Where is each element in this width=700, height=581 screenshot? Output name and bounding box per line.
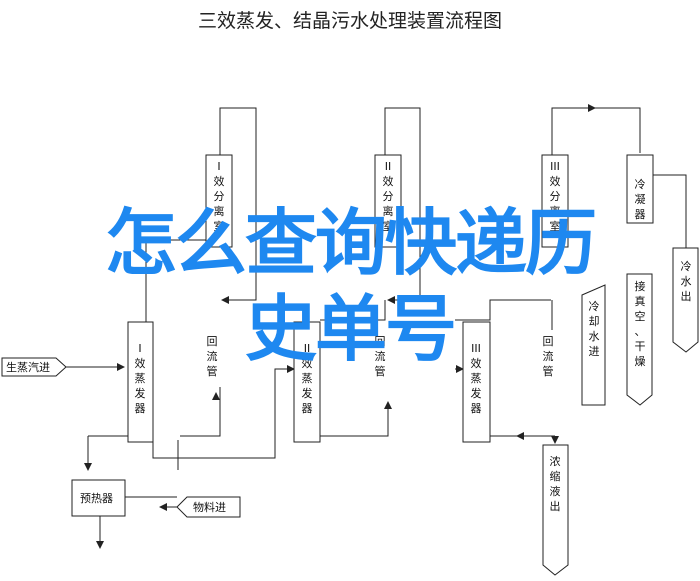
cooling-water-out: 冷水出 bbox=[672, 247, 699, 353]
box-label-char: 离 bbox=[550, 204, 561, 218]
box-label-char: 室 bbox=[550, 219, 561, 233]
box-label-char: 出 bbox=[550, 499, 561, 513]
diagram-title: 三效蒸发、结晶污水处理装置流程图 bbox=[197, 10, 502, 32]
box-label-char: 效 bbox=[471, 356, 482, 370]
preheater-label: 预热器 bbox=[80, 492, 113, 505]
box-label-char: 发 bbox=[471, 386, 482, 400]
box-label-char: 器 bbox=[471, 402, 482, 415]
condenser: 冷凝器 bbox=[626, 154, 654, 224]
box-label-char: 分 bbox=[214, 190, 225, 203]
box-label-char: 管 bbox=[375, 364, 386, 378]
vacuum-dry-label: 接真空、干燥 bbox=[635, 280, 646, 368]
box-label-char: 燥 bbox=[635, 355, 646, 368]
box-label-char: 器 bbox=[135, 402, 146, 415]
box-label-char: I bbox=[138, 342, 141, 355]
box-label-char: 进 bbox=[589, 345, 600, 358]
vacuum-dry: 接真空、干燥 bbox=[626, 273, 653, 406]
return-pipe-3: 回流管 bbox=[543, 335, 554, 378]
box-label-char: 出 bbox=[681, 289, 692, 303]
box-label-char: 回 bbox=[543, 335, 554, 348]
box-label-char: I bbox=[217, 160, 220, 173]
steam-inlet-label: 生蒸汽进 bbox=[6, 360, 50, 374]
box-label-char: 液 bbox=[550, 484, 561, 498]
box-label-char: 水 bbox=[681, 275, 692, 288]
box-label-char: 冷 bbox=[681, 260, 692, 273]
box-label-char: II bbox=[385, 160, 392, 173]
box-label-char: 效 bbox=[135, 356, 146, 370]
preheater: 预热器 bbox=[71, 479, 126, 517]
box-label-char: II bbox=[304, 342, 311, 355]
box-label-char: 管 bbox=[543, 364, 554, 378]
overlay-line-2: 史单号 bbox=[244, 287, 457, 371]
watermark-overlay-text: 怎么查询快递历 史单号 bbox=[0, 200, 700, 372]
return-pipe-1: 回流管 bbox=[207, 335, 218, 378]
box-label-char: 效 bbox=[550, 174, 561, 188]
box-label-char: 冷 bbox=[635, 178, 646, 191]
return-pipe-3-label: 回流管 bbox=[543, 335, 554, 378]
box-label-char: 离 bbox=[383, 204, 394, 218]
box-label-char: 流 bbox=[543, 349, 554, 363]
box-label-char: 器 bbox=[302, 402, 313, 415]
box-label-char: 真 bbox=[635, 294, 646, 308]
box-label-char: III bbox=[550, 160, 560, 173]
piping bbox=[66, 104, 687, 549]
box-label-char: 却 bbox=[589, 315, 600, 328]
box-label-char: 流 bbox=[207, 349, 218, 363]
condenser-label: 冷凝器 bbox=[635, 178, 646, 221]
box-label-char: 离 bbox=[214, 204, 225, 218]
box-label-char: 浓 bbox=[550, 455, 561, 468]
box-label-char: 分 bbox=[383, 190, 394, 203]
box-label-char: 干 bbox=[635, 340, 646, 353]
box-label-char: 室 bbox=[383, 219, 394, 233]
material-inlet-tag: 物料进 bbox=[176, 496, 241, 518]
box-label-char: 蒸 bbox=[302, 372, 313, 385]
box-label-char: 空 bbox=[635, 309, 646, 323]
box-label-char: 效 bbox=[302, 356, 313, 370]
box-label-char: 器 bbox=[635, 208, 646, 221]
box-label-char: 冷 bbox=[589, 300, 600, 313]
box-label-char: 、 bbox=[635, 325, 646, 338]
box-label-char: 发 bbox=[135, 386, 146, 400]
box-label-char: 水 bbox=[589, 330, 600, 343]
box-label-char: 缩 bbox=[550, 470, 561, 483]
return-pipe-1-label: 回流管 bbox=[207, 335, 218, 378]
box-label-char: 蒸 bbox=[471, 372, 482, 385]
box-label-char: 分 bbox=[550, 190, 561, 203]
return-pipe-2: 回流管 bbox=[375, 335, 386, 378]
box-label-char: 室 bbox=[214, 219, 225, 233]
return-pipe-2-label: 回流管 bbox=[375, 335, 386, 378]
box-label-char: III bbox=[471, 342, 481, 355]
box-label-char: 回 bbox=[207, 335, 218, 348]
cooling-water-out-label: 冷水出 bbox=[681, 260, 692, 303]
box-label-char: 接 bbox=[635, 280, 646, 293]
box-label-char: 发 bbox=[302, 386, 313, 400]
box-label-char: 凝 bbox=[635, 192, 646, 206]
box-label-char: 回 bbox=[375, 335, 386, 348]
overlay-line-1: 怎么查询快递历 bbox=[104, 201, 597, 285]
box-label-char: 效 bbox=[214, 174, 225, 188]
box-label-char: 流 bbox=[375, 349, 386, 363]
steam-inlet-tag: 生蒸汽进 bbox=[1, 357, 67, 377]
box-label-char: 管 bbox=[207, 364, 218, 378]
box-label-char: 蒸 bbox=[135, 372, 146, 385]
material-inlet-label: 物料进 bbox=[193, 500, 226, 514]
box-label-char: 效 bbox=[383, 174, 394, 188]
